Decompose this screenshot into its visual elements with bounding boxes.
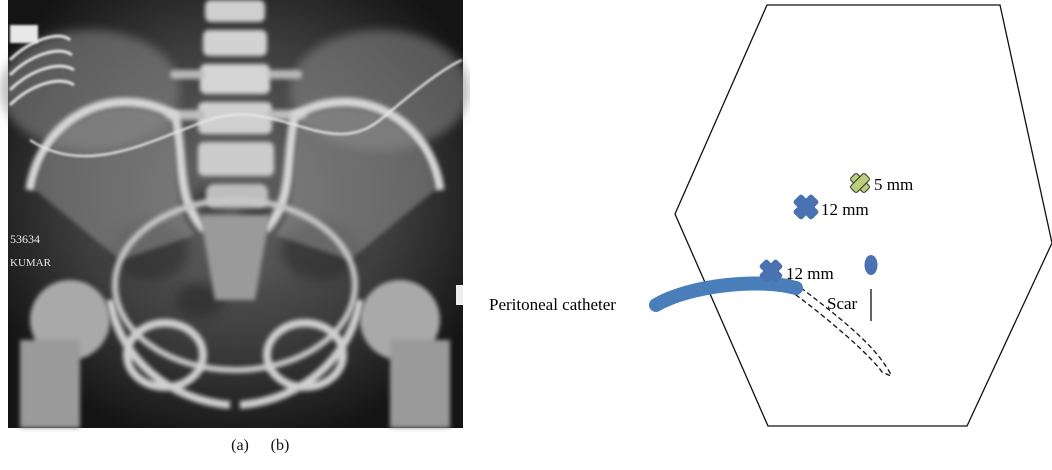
label-port-12mm-lower: 12 mm bbox=[786, 264, 834, 283]
label-peritoneal-catheter: Peritoneal catheter bbox=[489, 295, 616, 314]
xray-image: 53634 KUMAR bbox=[0, 0, 470, 465]
label-scar: Scar bbox=[827, 294, 858, 313]
caption-b: (b) bbox=[250, 437, 310, 455]
xray-panel: 53634 KUMAR bbox=[0, 0, 470, 465]
oval-marker-icon bbox=[865, 255, 878, 275]
schematic-panel: Peritoneal catheter 5 mm 12 mm 12 mm Sca… bbox=[470, 0, 1052, 465]
label-port-12mm-upper: 12 mm bbox=[821, 200, 869, 219]
schematic-diagram: Peritoneal catheter 5 mm 12 mm 12 mm Sca… bbox=[470, 0, 1052, 465]
film-marker-number: 53634 bbox=[10, 232, 40, 246]
catheter-track-dashed bbox=[788, 278, 891, 376]
catheter-bar bbox=[656, 283, 796, 305]
label-port-5mm: 5 mm bbox=[874, 175, 913, 194]
x-cross-port-icon-12mm-upper bbox=[788, 189, 825, 226]
x-cross-port-icon-5mm bbox=[846, 169, 874, 197]
film-marker-name: KUMAR bbox=[10, 257, 52, 269]
